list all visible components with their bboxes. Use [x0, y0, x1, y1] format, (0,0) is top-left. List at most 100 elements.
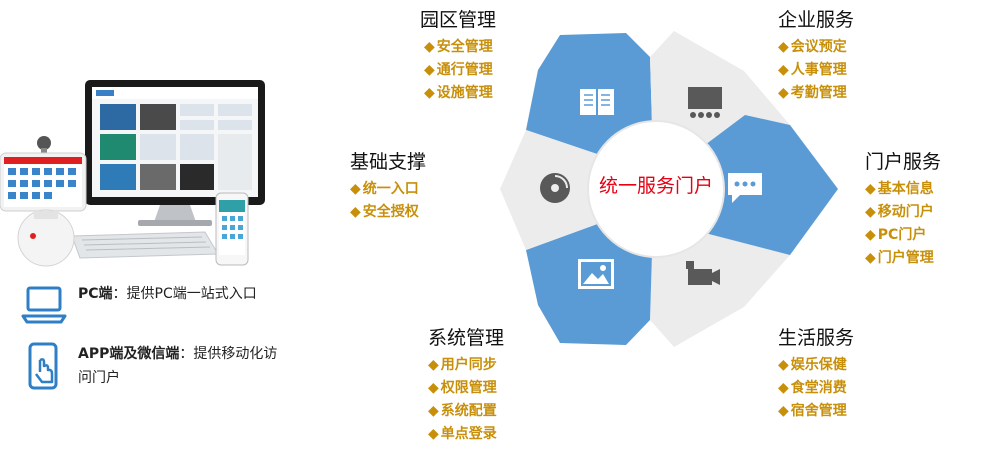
- disc-icon: [540, 173, 570, 203]
- list-item-label: PC门户: [877, 227, 927, 243]
- diamond-bullet-icon: ◆: [778, 85, 789, 101]
- sector-life: [650, 233, 790, 347]
- list-item-label: 娱乐保健: [790, 357, 847, 373]
- list-item-label: 设施管理: [436, 85, 493, 101]
- list-item-label: 安全授权: [362, 204, 419, 220]
- group-items: ◆统一入口◆安全授权: [350, 178, 426, 224]
- diamond-bullet-icon: ◆: [428, 426, 439, 442]
- legend-pc-desc: ：提供PC端一站式入口: [112, 286, 257, 302]
- list-item: ◆通行管理: [424, 59, 496, 82]
- keyboard-icon: [71, 231, 219, 259]
- legend-app: APP端及微信端：提供移动化访问门户: [20, 342, 290, 402]
- list-item-label: 会议预定: [790, 39, 847, 55]
- group-enterprise: 企业服务 ◆会议预定◆人事管理◆考勤管理: [778, 6, 854, 105]
- diamond-bullet-icon: ◆: [424, 39, 435, 55]
- legend-app-bold: APP端及微信端: [78, 346, 180, 362]
- diamond-bullet-icon: ◆: [778, 62, 789, 78]
- legend-pc-text: PC端：提供PC端一站式入口: [78, 282, 288, 306]
- group-base: 基础支撑 ◆统一入口◆安全授权: [350, 148, 426, 224]
- list-item-label: 门户管理: [877, 250, 934, 266]
- list-item: ◆安全授权: [350, 201, 426, 224]
- group-items: ◆娱乐保健◆食堂消费◆宿舍管理: [778, 354, 854, 423]
- chat-bubble-icon: [728, 173, 762, 203]
- diamond-bullet-icon: ◆: [428, 380, 439, 396]
- list-item-label: 基本信息: [877, 181, 934, 197]
- meeting-room-icon: [688, 87, 722, 118]
- group-items: ◆用户同步◆权限管理◆系统配置◆单点登录: [428, 354, 504, 446]
- list-item-label: 食堂消费: [790, 380, 847, 396]
- diamond-bullet-icon: ◆: [778, 357, 789, 373]
- list-item-label: 权限管理: [440, 380, 497, 396]
- legend-app-desc: ：提供移动化访问门户: [78, 346, 278, 386]
- group-title: 基础支撑: [350, 151, 427, 173]
- list-item: ◆单点登录: [428, 423, 504, 446]
- list-item: ◆考勤管理: [778, 82, 854, 105]
- picture-icon: [578, 259, 614, 289]
- diamond-bullet-icon: ◆: [428, 403, 439, 419]
- list-item-label: 安全管理: [436, 39, 493, 55]
- mobile-phone-icon: [215, 192, 249, 266]
- list-item: ◆人事管理: [778, 59, 854, 82]
- list-item: ◆移动门户: [865, 201, 941, 224]
- diamond-bullet-icon: ◆: [424, 85, 435, 101]
- sector-portal: [705, 115, 838, 263]
- diamond-bullet-icon: ◆: [428, 357, 439, 373]
- list-item: ◆用户同步: [428, 354, 504, 377]
- diamond-bullet-icon: ◆: [778, 403, 789, 419]
- legend-pc-bold: PC端: [78, 286, 113, 302]
- list-item-label: 单点登录: [440, 426, 497, 442]
- touch-phone-icon: [28, 342, 58, 390]
- list-item: ◆统一入口: [350, 178, 426, 201]
- list-item: ◆娱乐保健: [778, 354, 854, 377]
- group-portal: 门户服务 ◆基本信息◆移动门户◆PC门户◆门户管理: [865, 148, 941, 270]
- list-item: ◆系统配置: [428, 400, 504, 423]
- list-item-label: 用户同步: [440, 357, 497, 373]
- group-title: 门户服务: [865, 151, 942, 173]
- diamond-bullet-icon: ◆: [865, 181, 876, 197]
- camera-icon: [686, 261, 720, 285]
- list-item: ◆设施管理: [424, 82, 496, 105]
- list-item: ◆门户管理: [865, 247, 941, 270]
- robot-kiosk-icon: [0, 136, 87, 267]
- devices-illustration: [0, 0, 300, 275]
- list-item-label: 统一入口: [362, 181, 419, 197]
- diamond-bullet-icon: ◆: [865, 250, 876, 266]
- list-item: ◆权限管理: [428, 377, 504, 400]
- group-items: ◆会议预定◆人事管理◆考勤管理: [778, 36, 854, 105]
- list-item-label: 移动门户: [877, 204, 934, 220]
- list-item-label: 宿舍管理: [790, 403, 847, 419]
- group-title: 生活服务: [778, 327, 855, 349]
- desktop-monitor-icon: [85, 80, 265, 226]
- list-item: ◆食堂消费: [778, 377, 854, 400]
- book-icon: [580, 89, 614, 115]
- center-label: 统一服务门户: [598, 175, 713, 197]
- group-life: 生活服务 ◆娱乐保健◆食堂消费◆宿舍管理: [778, 324, 854, 423]
- diamond-bullet-icon: ◆: [865, 204, 876, 220]
- center-disc: [588, 121, 724, 257]
- list-item-label: 通行管理: [436, 62, 493, 78]
- list-item-label: 考勤管理: [790, 85, 847, 101]
- laptop-icon: [21, 286, 67, 324]
- legend-pc: PC端：提供PC端一站式入口: [20, 282, 290, 342]
- legend-app-text: APP端及微信端：提供移动化访问门户: [78, 342, 288, 390]
- list-item: ◆PC门户: [865, 224, 941, 247]
- group-title: 系统管理: [428, 327, 505, 349]
- list-item: ◆会议预定: [778, 36, 854, 59]
- list-item: ◆宿舍管理: [778, 400, 854, 423]
- list-item: ◆基本信息: [865, 178, 941, 201]
- diamond-bullet-icon: ◆: [778, 39, 789, 55]
- group-items: ◆基本信息◆移动门户◆PC门户◆门户管理: [865, 178, 941, 270]
- diamond-bullet-icon: ◆: [865, 227, 876, 243]
- group-title: 园区管理: [420, 9, 497, 31]
- group-items: ◆安全管理◆通行管理◆设施管理: [424, 36, 496, 105]
- diamond-bullet-icon: ◆: [350, 204, 361, 220]
- group-park: 园区管理 ◆安全管理◆通行管理◆设施管理: [420, 6, 496, 105]
- list-item: ◆安全管理: [424, 36, 496, 59]
- list-item-label: 人事管理: [790, 62, 847, 78]
- list-item-label: 系统配置: [440, 403, 497, 419]
- service-star-diagram: [500, 15, 840, 360]
- diamond-bullet-icon: ◆: [350, 181, 361, 197]
- group-title: 企业服务: [778, 9, 855, 31]
- diamond-bullet-icon: ◆: [778, 380, 789, 396]
- diamond-bullet-icon: ◆: [424, 62, 435, 78]
